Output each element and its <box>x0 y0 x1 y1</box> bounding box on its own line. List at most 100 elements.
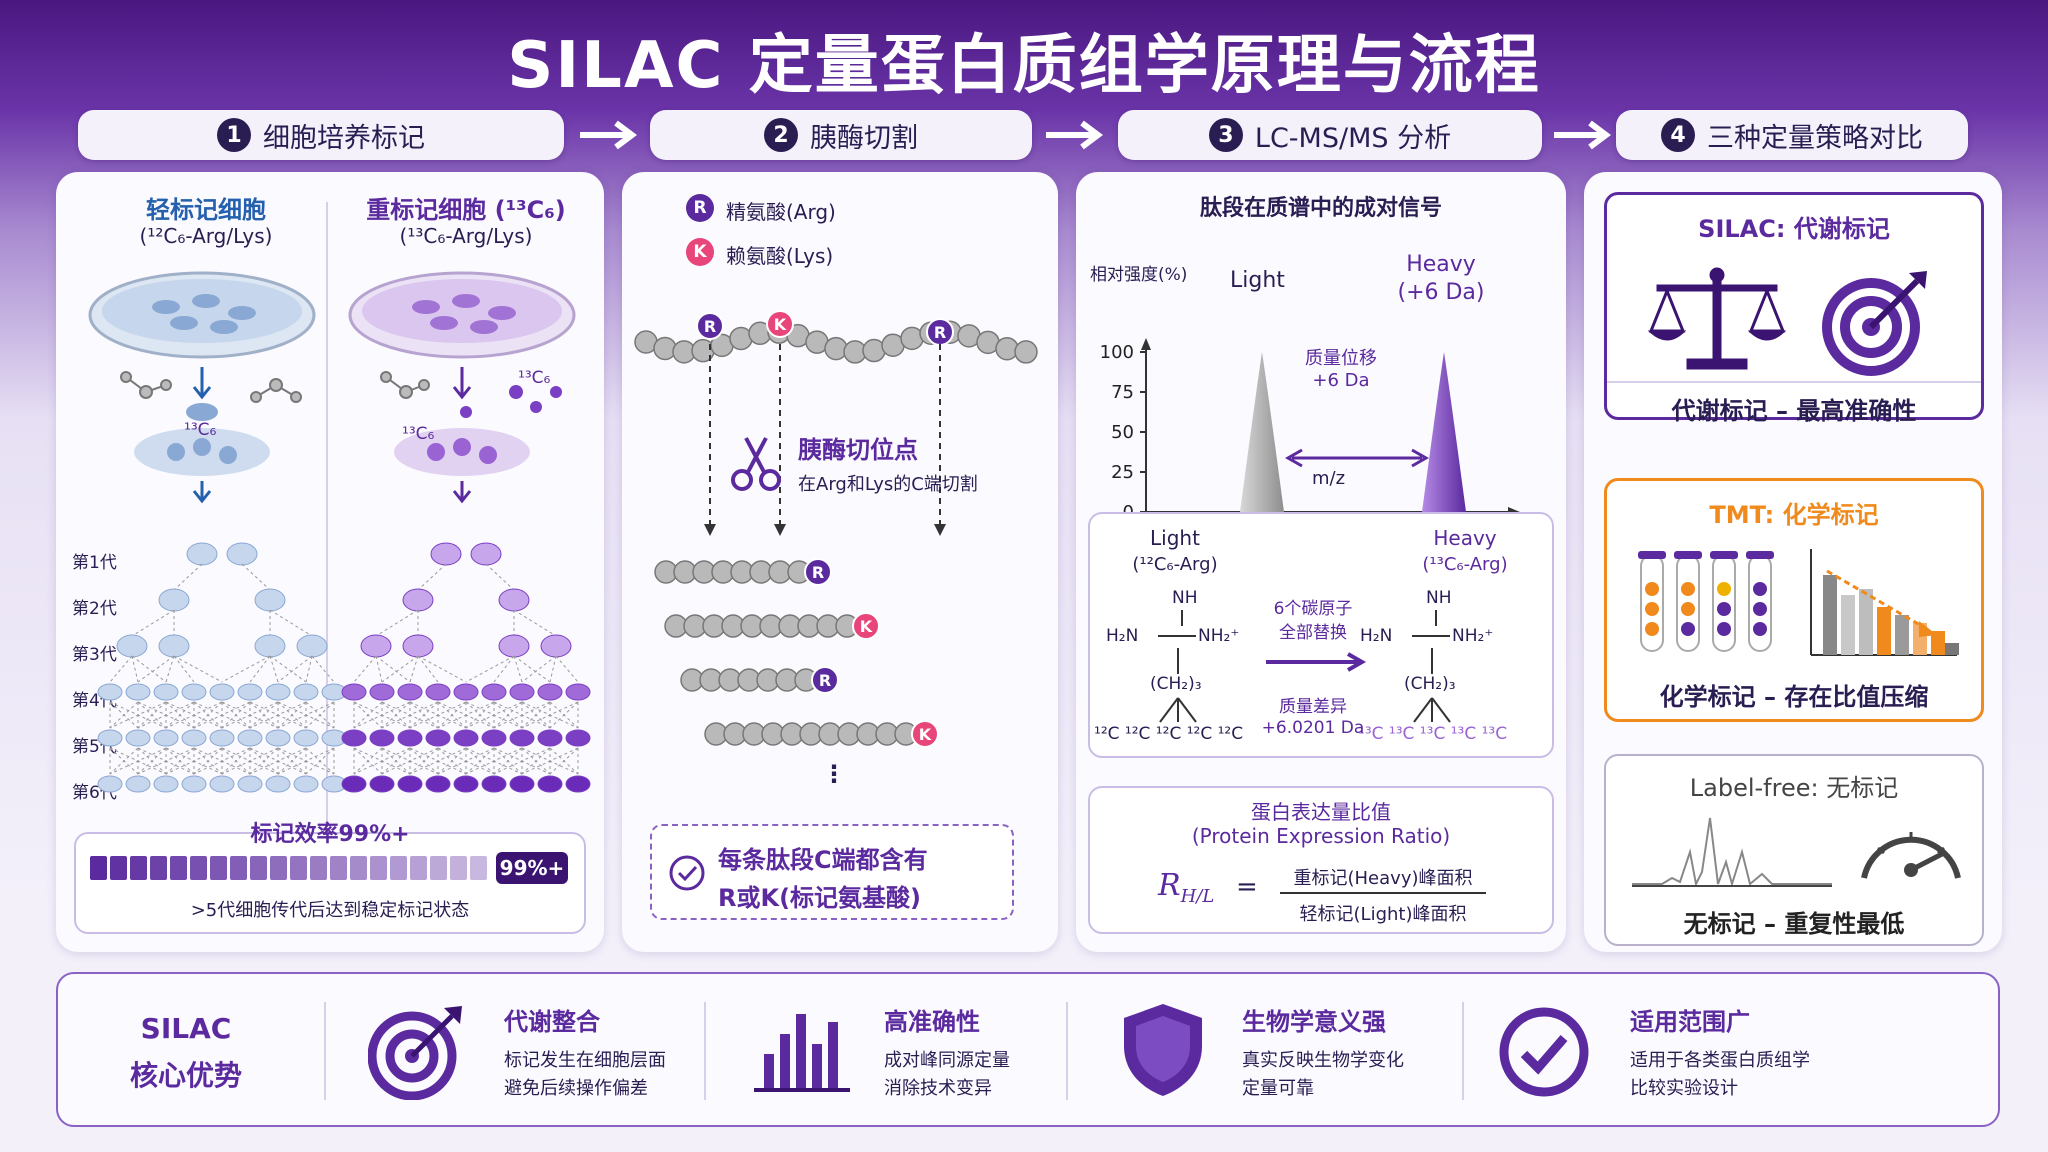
lineage-line <box>109 747 167 775</box>
cell <box>509 683 535 701</box>
lineage-line <box>493 747 551 775</box>
nh2-label: NH₂⁺ <box>1198 626 1240 646</box>
lineage-line <box>409 747 439 775</box>
cell <box>341 683 367 701</box>
heavy-petri-dish-icon <box>348 271 576 359</box>
more-dots: ⋮ <box>822 760 846 788</box>
arrow-right-icon <box>1046 120 1103 150</box>
cell <box>481 775 507 793</box>
heavy-peak-label: Heavy <box>1406 252 1476 277</box>
lineage-line <box>311 655 335 683</box>
y-tick-label: 50 <box>1111 422 1134 443</box>
lineage-line <box>353 655 377 683</box>
mass-shift-arrow <box>1284 448 1430 468</box>
lineage-line <box>165 747 223 775</box>
strategy-panel: SILAC: 代谢标记 代谢标记 – 最高准确性 TMT: 化学标记 化学标记 … <box>1584 172 2002 952</box>
reporter-dot <box>1753 602 1767 616</box>
progress-segment <box>270 856 287 880</box>
cell <box>369 683 395 701</box>
lineage-line <box>249 701 307 729</box>
advantage-line-1: 标记发生在细胞层面 <box>504 1050 666 1071</box>
residue-letter: R <box>934 323 946 342</box>
heavy-peak-shift: (+6 Da) <box>1397 280 1485 305</box>
heavy-cell-sub: (¹³C₆-Arg/Lys) <box>399 224 533 248</box>
lineage-line <box>137 747 195 775</box>
bar <box>1859 589 1873 655</box>
divider <box>1066 1002 1068 1100</box>
residue-letter: K <box>774 315 787 334</box>
summary-line-2: R或K(标记氨基酸) <box>718 884 922 912</box>
structure-box: Light (¹²C₆-Arg) Heavy (¹³C₆-Arg) NH H₂N… <box>1088 512 1554 758</box>
cell <box>181 775 207 793</box>
cell <box>153 775 179 793</box>
cell <box>397 683 423 701</box>
advantage-title: 适用范围广 <box>1630 1008 1750 1036</box>
cell <box>226 542 258 566</box>
generation-label: 第2代 <box>72 599 117 619</box>
lineage-line <box>165 701 223 729</box>
tmt-caption: 化学标记 – 存在比值压缩 <box>1659 683 1929 711</box>
lineage-line <box>137 655 175 683</box>
silac-card: SILAC: 代谢标记 代谢标记 – 最高准确性 <box>1604 192 1984 425</box>
y-tick-label: 75 <box>1111 382 1134 403</box>
progress-segment <box>430 856 447 880</box>
cell <box>158 588 190 612</box>
progress-segment <box>350 856 367 880</box>
lineage-line <box>221 747 279 775</box>
isotope-label: ¹³C₆ <box>402 424 435 444</box>
lineage-line <box>375 655 383 683</box>
bar <box>1931 631 1945 655</box>
balance-scale-icon <box>1647 267 1787 370</box>
shield-icon <box>1124 1004 1202 1096</box>
light-struct-title: Light <box>1150 526 1200 550</box>
lineage-line <box>221 701 251 729</box>
cell <box>565 729 591 747</box>
lineage-line <box>513 655 551 683</box>
cell <box>537 729 563 747</box>
lineage-line <box>409 747 467 775</box>
tube-cap <box>1674 551 1702 559</box>
lineage-line <box>381 701 439 729</box>
cell <box>186 542 218 566</box>
cell <box>116 634 148 658</box>
tmt-card-title: TMT: 化学标记 <box>1709 501 1879 529</box>
cell <box>209 683 235 701</box>
nh-label: NH <box>1426 588 1452 608</box>
lineage-line <box>437 747 495 775</box>
lineage-line <box>193 701 223 729</box>
efficiency-badge: 99%+ <box>496 852 568 884</box>
lineage-line <box>521 747 579 775</box>
tube-cap <box>1638 551 1666 559</box>
lineage-line <box>493 701 523 729</box>
ratio-numerator: 重标记(Heavy)峰面积 <box>1293 868 1473 889</box>
cell <box>453 683 479 701</box>
advantage-line-2: 消除技术变异 <box>884 1078 992 1099</box>
cell <box>565 683 591 701</box>
lineage-line <box>165 655 175 683</box>
lineage-line <box>465 701 523 729</box>
cell <box>265 729 291 747</box>
step-number: 3 <box>1208 118 1243 152</box>
progress-segment <box>110 856 127 880</box>
progress-segment <box>450 856 467 880</box>
cleave-sub: 在Arg和Lys的C端切割 <box>798 474 978 495</box>
mass-spectrum-chart: 1007550250 <box>1100 338 1520 523</box>
isotope-label: ¹³C₆ <box>184 420 217 440</box>
heavy-cell-title: 重标记细胞 (¹³C₆) <box>366 196 566 224</box>
progress-segment <box>190 856 207 880</box>
progress-segment <box>410 856 427 880</box>
reporter-dot <box>1681 582 1695 596</box>
bond-lines <box>1158 610 1451 723</box>
lineage-line <box>277 747 335 775</box>
lys-badge-icon <box>852 612 880 640</box>
ratio-symbol: RH/L <box>1158 868 1214 907</box>
arrow-right-icon <box>580 120 637 150</box>
divider <box>326 202 328 822</box>
cell <box>402 634 434 658</box>
step-label: 细胞培养标记 <box>263 122 425 154</box>
advantages-title-1: SILAC <box>140 1012 232 1045</box>
lineage-line <box>305 655 313 683</box>
heavy-struct-sub: (¹³C₆-Arg) <box>1422 554 1508 575</box>
efficiency-progress-bar <box>90 856 490 880</box>
lineage-line <box>353 747 383 775</box>
